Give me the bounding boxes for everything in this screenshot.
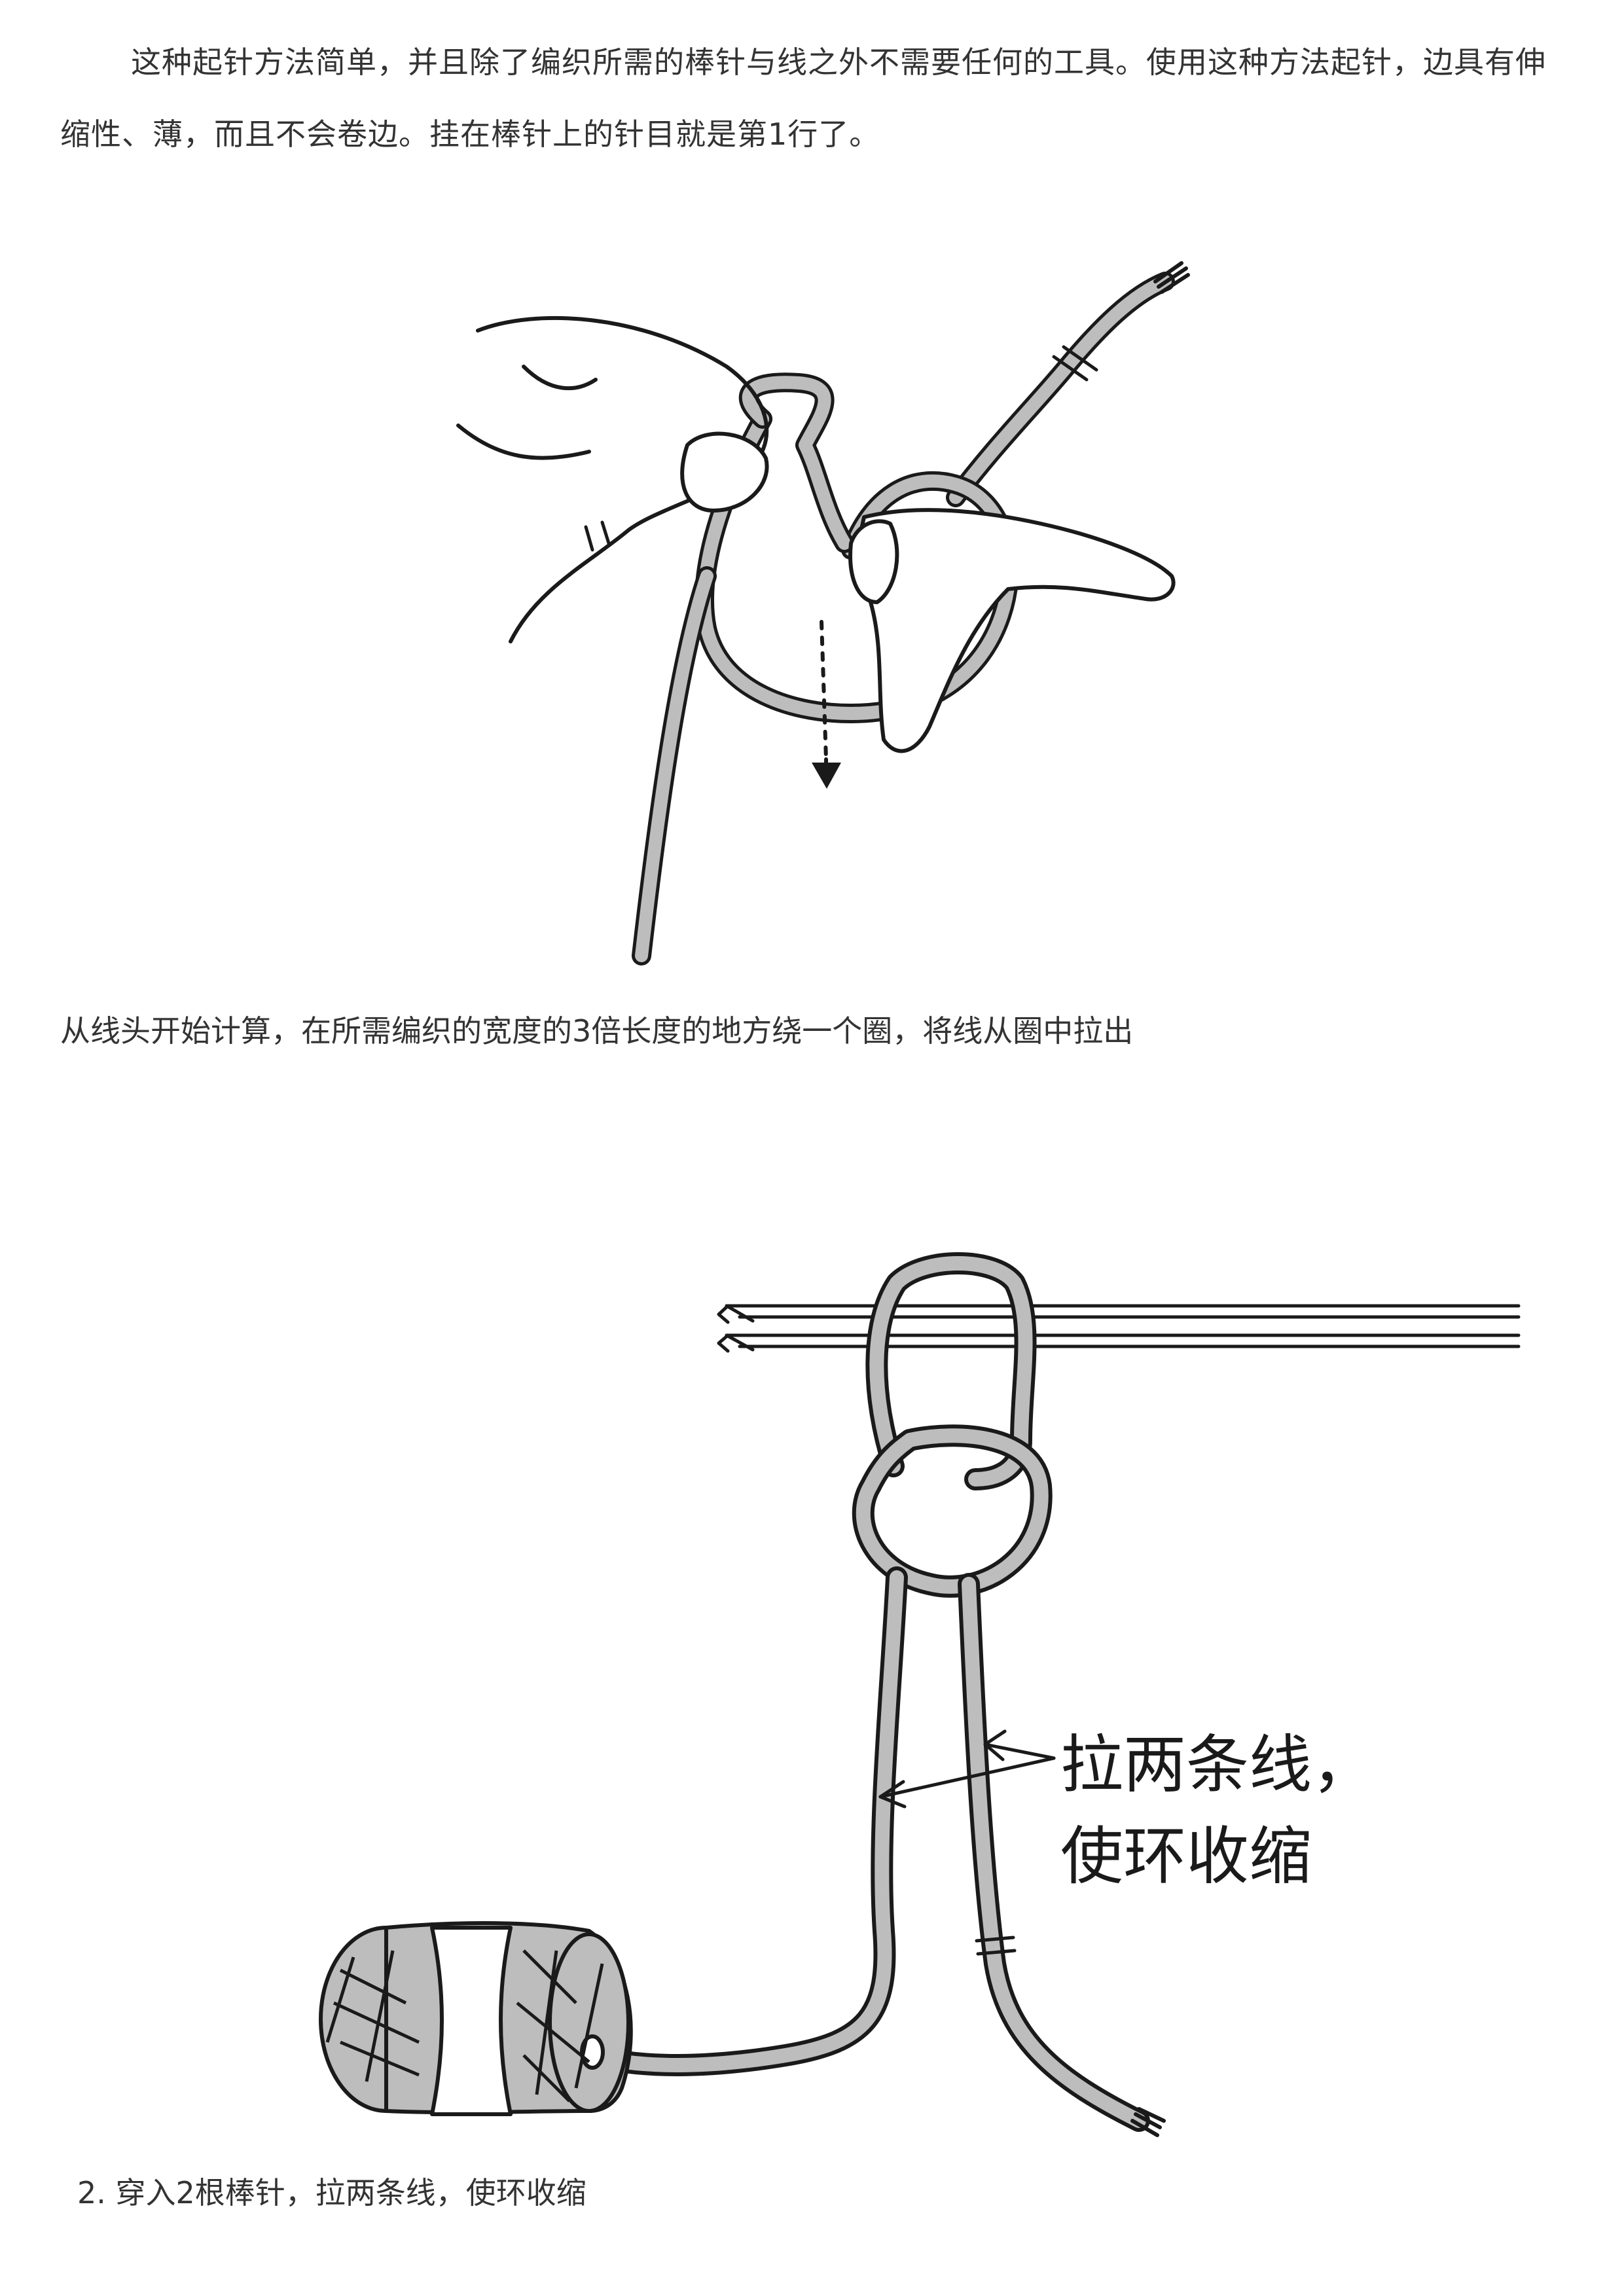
annotation-pull-two-strands: 拉两条线， <box>1060 1728 1375 1801</box>
two-needles-illustration <box>319 1252 1521 2137</box>
yarn-ball <box>319 1921 633 2116</box>
step1-caption: 从线头开始计算，在所需编织的宽度的3倍长度的地方绕一个圈，将线从圈中拉出 <box>60 1013 1134 1049</box>
annotation-tighten-loop: 使环收缩 <box>1060 1820 1312 1893</box>
step2-caption: 2. 穿入2根棒针，拉两条线，使环收缩 <box>77 2175 586 2210</box>
intro-paragraph: 这种起针方法简单，并且除了编织所需的棒针与线之外不需要任何的工具。使用这种方法起… <box>60 45 1546 152</box>
loop-pull-illustration <box>456 261 1190 965</box>
knitting-needles <box>717 1304 1521 1353</box>
